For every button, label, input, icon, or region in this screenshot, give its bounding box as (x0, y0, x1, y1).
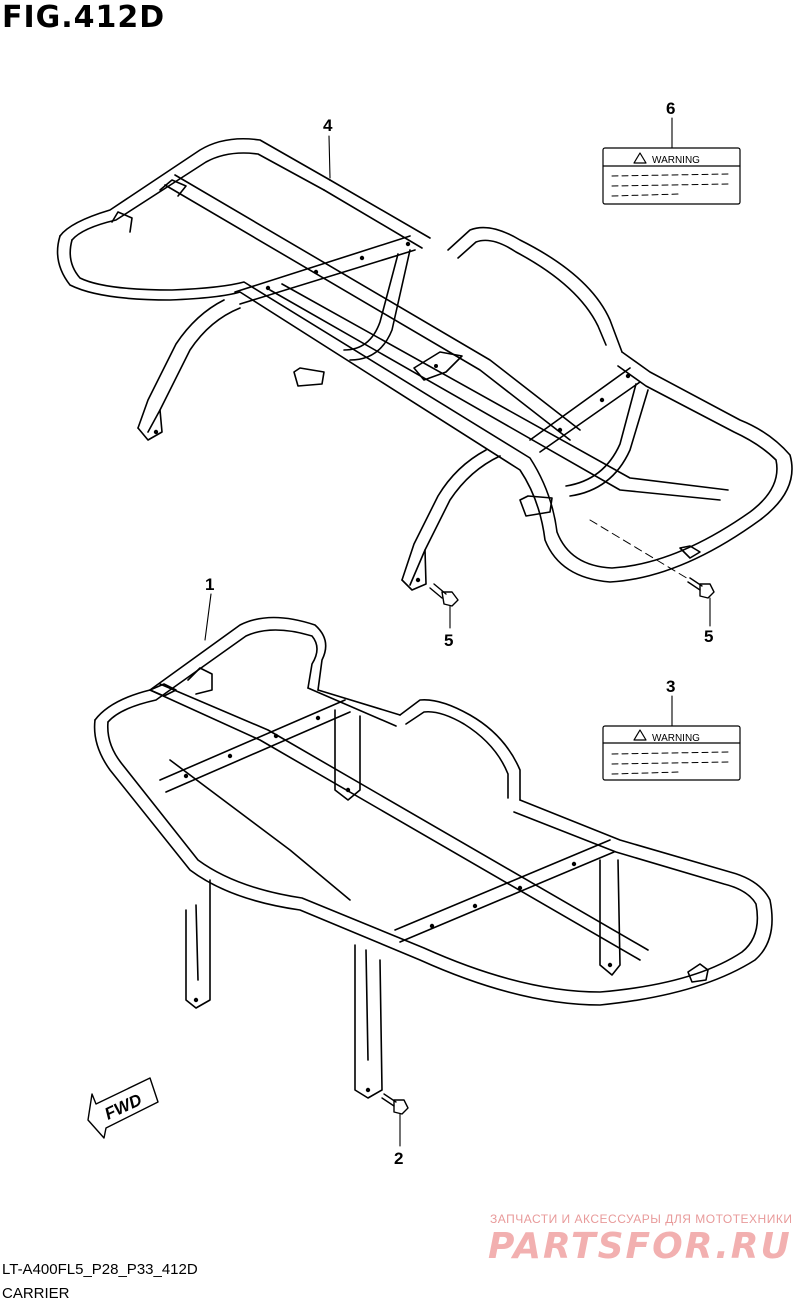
fwd-arrow (87, 1077, 159, 1139)
rear-carrier[interactable] (56, 137, 793, 591)
watermark-logo: PARTSFOR.RU (488, 1226, 792, 1267)
warning-text-6: WARNING (652, 155, 700, 166)
warning-label-6[interactable] (602, 147, 741, 205)
diagram-code: LT-A400FL5_P28_P33_412D (2, 1261, 198, 1278)
callout-3: 3 (666, 677, 675, 696)
watermark-tagline: ЗАПЧАСТИ И АКСЕССУАРЫ ДЛЯ МОТОТЕХНИКИ (490, 1212, 793, 1226)
rear-carrier-holes (153, 241, 631, 583)
warning-label-3[interactable] (602, 725, 741, 781)
callout-2: 2 (394, 1149, 403, 1168)
front-carrier[interactable] (93, 616, 773, 1099)
bolt-2[interactable] (381, 1093, 409, 1115)
bolt-5-left[interactable] (429, 583, 459, 607)
callout-5-right: 5 (704, 627, 713, 646)
figure-title: FIG.412D (2, 0, 166, 35)
warning-text-3: WARNING (652, 733, 700, 744)
front-carrier-holes (183, 715, 613, 1093)
callout-5-left: 5 (444, 631, 453, 650)
diagram-name: CARRIER (2, 1285, 70, 1302)
leader-lines (204, 117, 711, 1147)
callout-4: 4 (323, 116, 333, 135)
bolt-5-right[interactable] (687, 577, 715, 599)
callout-6: 6 (666, 99, 675, 118)
callout-1: 1 (205, 575, 214, 594)
